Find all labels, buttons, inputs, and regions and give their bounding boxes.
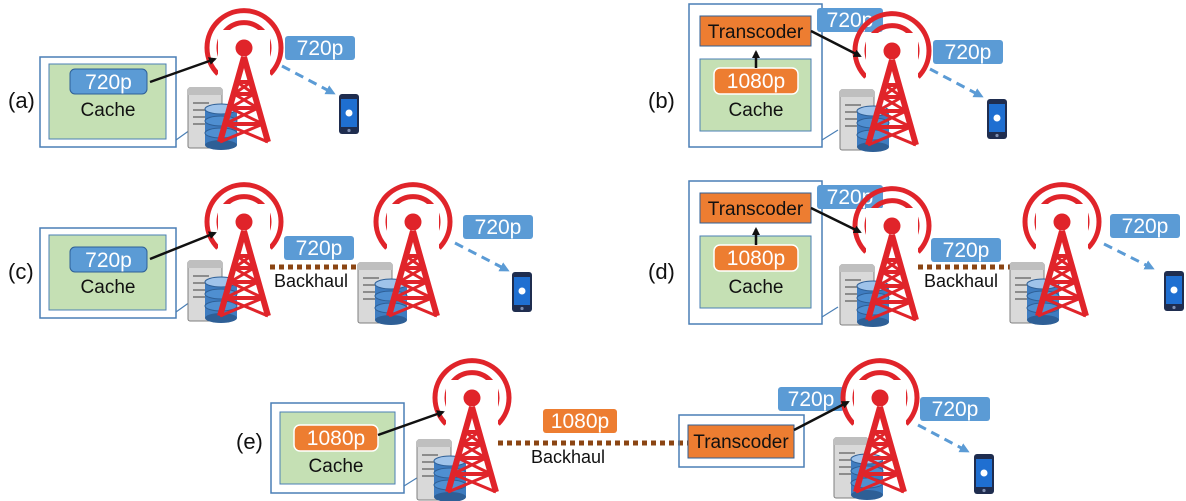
cached-version-pill <box>69 68 148 95</box>
delivered-version-pill <box>933 40 1003 64</box>
panel-label-e: (e) <box>236 429 263 454</box>
cached-version-pill <box>69 246 148 273</box>
wireless-link-arrow <box>1103 242 1155 270</box>
backhaul-label: Backhaul <box>924 271 998 291</box>
transcoder-to-tower-arrow <box>810 206 862 234</box>
cached-version-label: 1080p <box>727 70 785 93</box>
backhaul-version-pill <box>543 409 617 433</box>
cached-version-label: 1080p <box>307 427 365 450</box>
cache-label: Cache <box>729 100 784 121</box>
panel-label-b: (b) <box>648 88 675 113</box>
cached-version-label: 720p <box>85 71 132 94</box>
backhaul-label: Backhaul <box>274 271 348 291</box>
transcoder-box <box>699 15 812 47</box>
cache-label: Cache <box>81 277 136 298</box>
delivered-version-pill <box>463 215 533 239</box>
panel-c: (c) 720p Cache 720p Backhaul 720p <box>8 185 533 326</box>
panel-label-c: (c) <box>8 259 34 284</box>
smartphone-icon <box>987 99 1007 139</box>
smartphone-icon <box>512 272 532 312</box>
wireless-link-arrow <box>454 241 510 272</box>
cache-to-tower-arrow <box>149 231 217 261</box>
smartphone-icon <box>339 94 359 134</box>
edge-server-frame <box>688 3 823 148</box>
cache-label: Cache <box>81 100 136 121</box>
transcoded-version-pill <box>778 387 844 411</box>
cache-label: Cache <box>729 277 784 298</box>
panel-d: (d) Transcoder 1080p Cache 720p 720p Bac… <box>648 180 1184 328</box>
cached-version-label: 1080p <box>727 247 785 270</box>
delivered-version-pill <box>1110 214 1180 238</box>
backhaul-version-label: 720p <box>943 239 990 262</box>
transcoding-server-frame <box>678 414 805 468</box>
smartphone-icon <box>1164 271 1184 311</box>
delivered-version-label: 720p <box>1122 215 1169 238</box>
backhaul-label: Backhaul <box>531 447 605 467</box>
transcoder-label: Transcoder <box>693 432 789 453</box>
cached-version-label: 720p <box>85 249 132 272</box>
wireless-link-arrow <box>929 67 984 98</box>
smartphone-icon <box>974 454 994 494</box>
panel-a: (a) 720p Cache 720p <box>8 11 359 151</box>
backhaul-version-label: 720p <box>296 237 343 260</box>
transcoder-box <box>699 192 812 224</box>
transcoded-version-pill <box>817 185 883 209</box>
panel-e: (e) 1080p Cache 1080p Backhaul Transcode… <box>236 361 994 501</box>
transcoder-label: Transcoder <box>708 22 804 43</box>
backhaul-version-pill <box>931 238 1001 262</box>
cache-to-tower-arrow <box>377 410 445 437</box>
wireless-link-arrow <box>281 64 336 95</box>
delivered-version-label: 720p <box>297 37 344 60</box>
wireless-link-arrow <box>917 423 970 453</box>
panel-b: (b) Transcoder 1080p Cache 720p 720p <box>648 3 1007 153</box>
delivered-version-pill <box>285 36 355 60</box>
cache-label: Cache <box>309 456 364 477</box>
cache-to-tower-arrow <box>149 57 217 84</box>
backhaul-version-pill <box>284 236 354 260</box>
edge-server-frame <box>270 402 405 494</box>
transcoded-version-label: 720p <box>788 388 835 411</box>
transcoder-box <box>687 424 795 459</box>
transcoded-version-label: 720p <box>827 9 874 32</box>
transcoder-to-tower-arrow <box>793 400 850 432</box>
cached-version-pill <box>293 424 379 452</box>
delivered-version-label: 720p <box>932 398 979 421</box>
transcoder-to-tower-arrow <box>810 29 862 58</box>
edge-server-frame <box>39 227 177 319</box>
backhaul-version-label: 1080p <box>551 410 609 433</box>
edge-server-frame <box>39 56 177 148</box>
delivered-version-pill <box>920 397 990 421</box>
delivered-version-label: 720p <box>475 216 522 239</box>
edge-server-frame <box>688 180 823 325</box>
transcoder-label: Transcoder <box>708 199 804 220</box>
delivered-version-label: 720p <box>945 41 992 64</box>
panel-label-d: (d) <box>648 259 675 284</box>
panel-label-a: (a) <box>8 88 35 113</box>
